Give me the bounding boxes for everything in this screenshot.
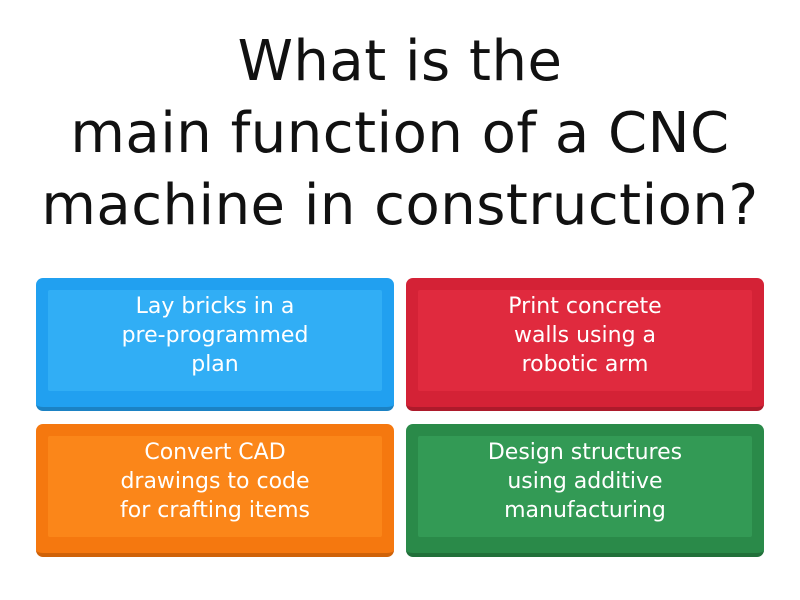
answer-line: Design structures <box>487 440 683 465</box>
answer-line: for crafting items <box>119 498 311 523</box>
answer-option-3[interactable]: Convert CAD drawings to code for craftin… <box>36 424 394 557</box>
answer-option-1-label: Lay bricks in a pre-programmed plan <box>48 290 382 391</box>
answer-line: drawings to code <box>120 469 310 494</box>
question-line: machine in construction? <box>41 173 759 238</box>
answer-line: manufacturing <box>504 498 666 523</box>
answer-option-4-label: Design structures using additive manufac… <box>418 436 752 537</box>
answer-option-1[interactable]: Lay bricks in a pre-programmed plan <box>36 278 394 411</box>
answer-line: Lay bricks in a <box>135 294 295 319</box>
answer-line: Convert CAD <box>144 440 286 465</box>
answer-line: walls using a <box>513 323 657 348</box>
answer-option-2[interactable]: Print concrete walls using a robotic arm <box>406 278 764 411</box>
answer-option-4[interactable]: Design structures using additive manufac… <box>406 424 764 557</box>
question-line: main function of a CNC <box>70 101 730 166</box>
answer-line: plan <box>191 352 239 377</box>
answer-line: Print concrete <box>508 294 662 319</box>
question-text: What is the main function of a CNC machi… <box>10 26 790 242</box>
answer-option-2-label: Print concrete walls using a robotic arm <box>418 290 752 391</box>
answer-option-3-label: Convert CAD drawings to code for craftin… <box>48 436 382 537</box>
answer-line: robotic arm <box>521 352 649 377</box>
answer-line: using additive <box>507 469 663 494</box>
question-line: What is the <box>237 29 563 94</box>
answer-line: pre-programmed <box>121 323 309 348</box>
